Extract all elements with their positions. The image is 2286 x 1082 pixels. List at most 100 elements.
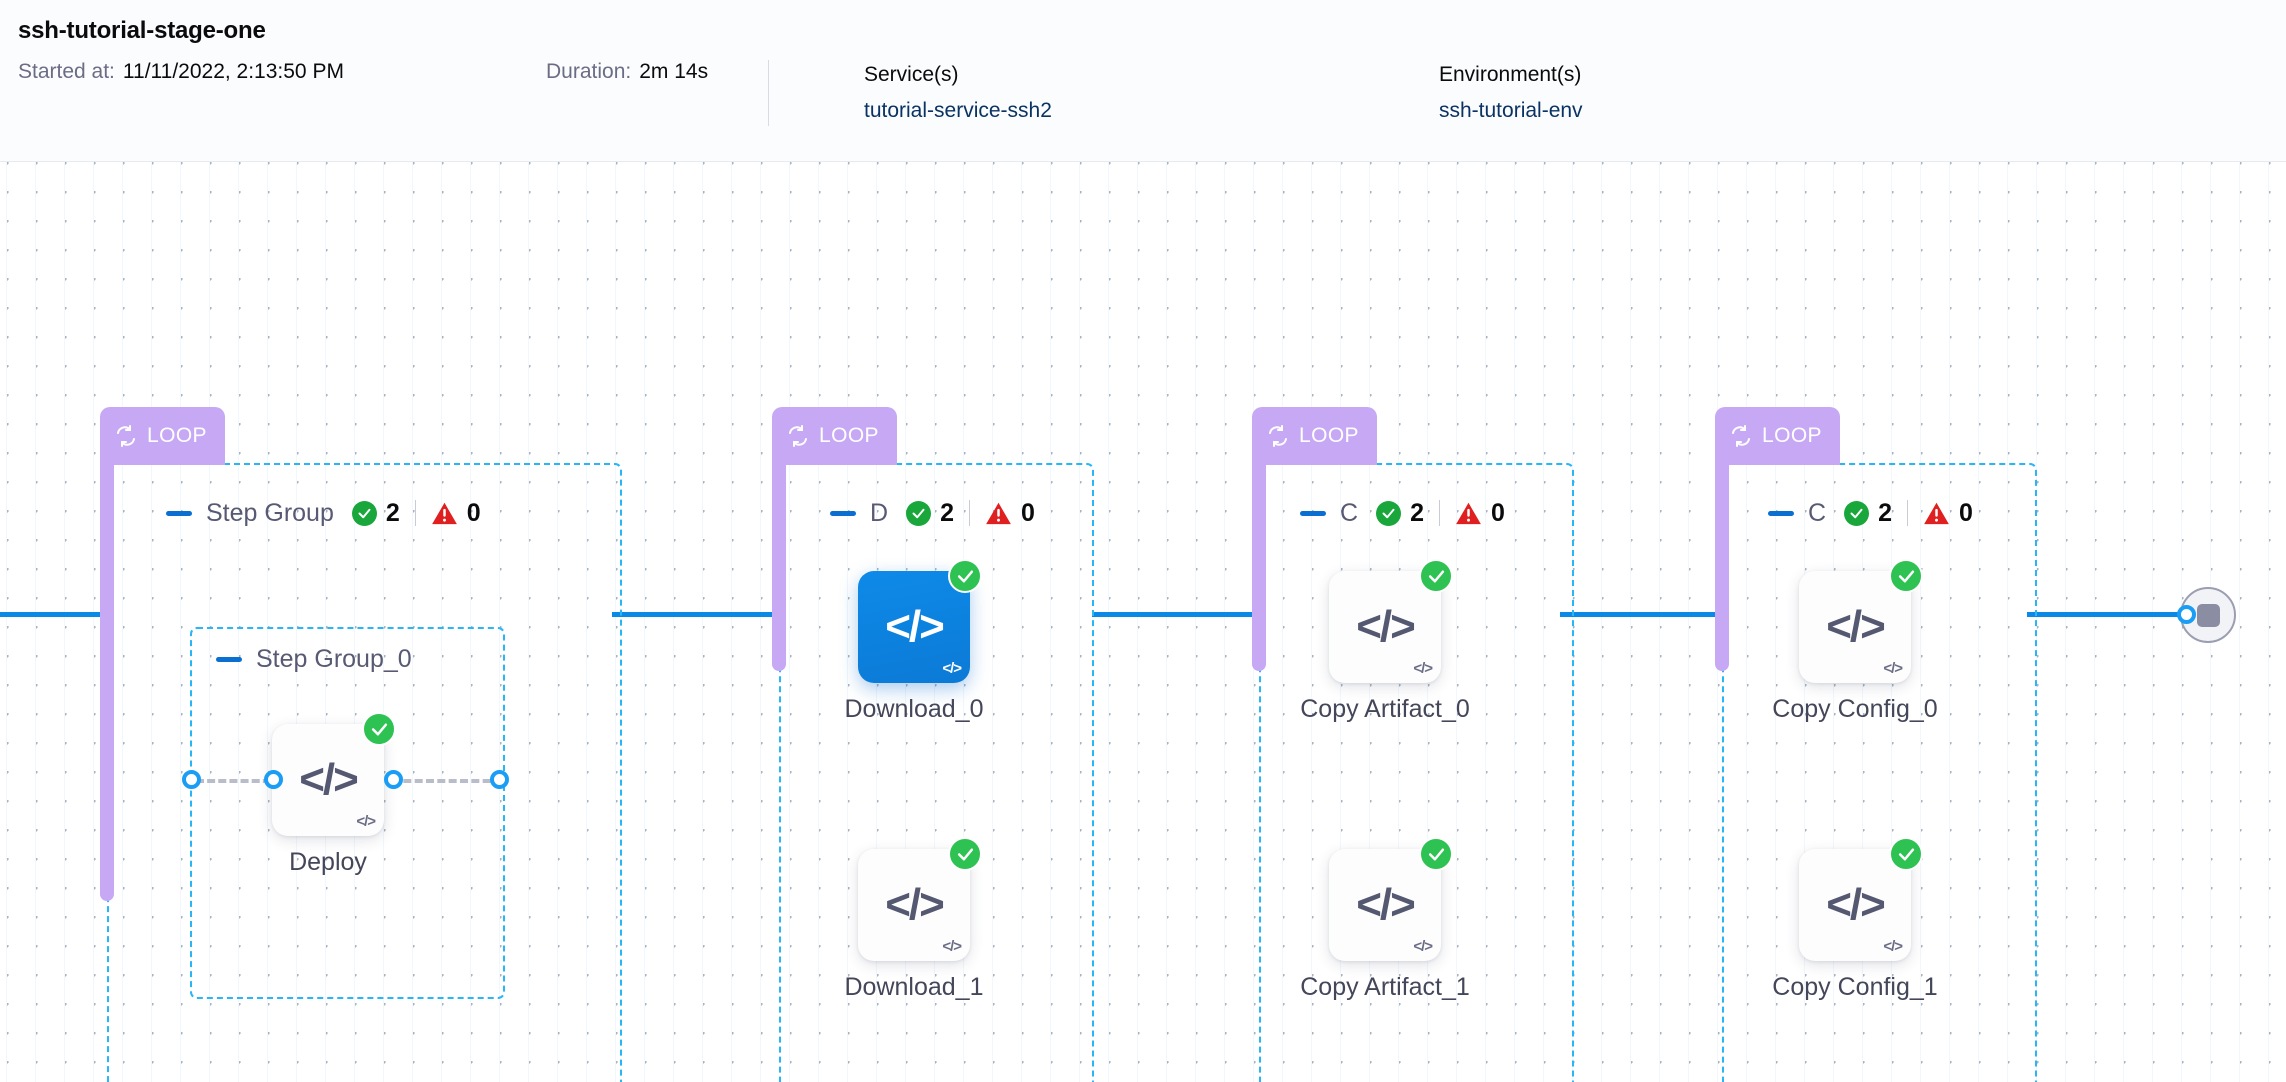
port-group-out[interactable]: [490, 770, 509, 789]
error-count: 0: [1020, 498, 1035, 527]
node-label: Download_0: [844, 695, 984, 723]
node-tile[interactable]: </> </>: [1799, 559, 1923, 683]
code-corner-icon: </>: [1883, 938, 1903, 955]
node-label: Copy Config_1: [1772, 973, 1938, 1001]
error-stat: 0: [1455, 499, 1505, 528]
node-tile[interactable]: </> </>: [272, 712, 396, 836]
group-header-step-group: Step Group 2 0: [166, 496, 481, 530]
node-label: Copy Artifact_1: [1300, 973, 1470, 1001]
inner-group-title-step-group-0: Step Group_0: [256, 644, 412, 673]
collapse-toggle-download[interactable]: [830, 510, 856, 516]
status-badge: [1419, 837, 1453, 871]
page-title: ssh-tutorial-stage-one: [18, 17, 266, 44]
group-header-download: D 2 0: [830, 496, 1035, 530]
code-corner-icon: </>: [942, 938, 962, 955]
error-stat: 0: [1923, 499, 1973, 528]
loop-rail: [100, 451, 114, 901]
environments-block: Environment(s) ssh-tutorial-env: [1439, 60, 1583, 126]
success-stat: 2: [906, 499, 954, 528]
status-badge: [948, 559, 982, 593]
node-tile[interactable]: </> </>: [1329, 559, 1453, 683]
success-count: 2: [385, 498, 400, 527]
node-tile[interactable]: </> </>: [1799, 837, 1923, 961]
environments-label: Environment(s): [1439, 63, 1582, 86]
code-shell-script-icon: </>: [1356, 880, 1416, 929]
group-header-copy-config: C 2 0: [1768, 496, 1973, 530]
success-count: 2: [1878, 498, 1892, 527]
success-stat: 2: [351, 498, 400, 528]
inner-group-step-group-0[interactable]: [190, 627, 505, 999]
warning-triangle-icon: [1455, 501, 1482, 526]
duration-label: Duration:: [546, 60, 632, 83]
collapse-toggle-copy-config[interactable]: [1768, 510, 1794, 516]
loop-badge[interactable]: LOOP: [772, 407, 897, 465]
status-badge: [1889, 837, 1923, 871]
group-box: [1722, 463, 2037, 1082]
services-value-link[interactable]: tutorial-service-ssh2: [864, 99, 1052, 122]
stat-divider: [968, 500, 970, 526]
collapse-toggle-copy-artifact[interactable]: [1300, 510, 1326, 516]
group-title-copy-artifact: C: [1340, 498, 1359, 527]
code-corner-icon: </>: [1413, 938, 1433, 955]
loop-badge-label: LOOP: [819, 424, 879, 447]
node-download-1[interactable]: </> </> Download_1: [845, 837, 984, 1001]
execution-meta-row: Started at: 11/11/2022, 2:13:50 PM Durat…: [18, 60, 2286, 130]
group-header-copy-artifact: C 2 0: [1300, 496, 1505, 530]
dash-connector-left: [196, 779, 282, 783]
loop-rail: [1252, 451, 1266, 671]
node-copy-config-1[interactable]: </> </> Copy Config_1: [1772, 837, 1938, 1001]
loop-badge[interactable]: LOOP: [1715, 407, 1840, 465]
duration-block: Duration: 2m 14s: [546, 60, 746, 84]
status-badge: [362, 712, 396, 746]
code-shell-script-icon: </>: [299, 755, 359, 804]
node-tile[interactable]: </> </>: [858, 837, 982, 961]
code-corner-icon: </>: [942, 660, 962, 677]
port-node-in[interactable]: [264, 770, 283, 789]
started-at-label: Started at:: [18, 60, 115, 83]
group-title-download: D: [870, 498, 889, 527]
group-box: [779, 463, 1094, 1082]
dash-connector-right: [392, 779, 502, 783]
success-stat: 2: [1844, 499, 1892, 528]
node-label: Deploy: [289, 848, 367, 876]
environments-value-link[interactable]: ssh-tutorial-env: [1439, 99, 1583, 122]
status-badge: [948, 837, 982, 871]
loop-badge[interactable]: LOOP: [100, 407, 225, 465]
started-at-value: 11/11/2022, 2:13:50 PM: [122, 60, 344, 83]
node-tile[interactable]: </> </>: [858, 559, 982, 683]
error-count: 0: [1490, 498, 1505, 527]
port-end-in[interactable]: [2177, 605, 2196, 624]
warning-triangle-icon: [985, 501, 1012, 526]
loop-badge-label: LOOP: [1762, 424, 1822, 447]
execution-header: ssh-tutorial-stage-one Started at: 11/11…: [0, 0, 2286, 162]
check-circle-icon: [351, 500, 377, 526]
node-copy-artifact-1[interactable]: </> </> Copy Artifact_1: [1300, 837, 1470, 1001]
code-corner-icon: </>: [356, 813, 376, 830]
check-circle-icon: [906, 500, 932, 526]
header-divider: [768, 60, 769, 126]
error-stat: 0: [431, 499, 481, 528]
loop-repeat-icon: [114, 424, 138, 448]
node-deploy[interactable]: </> </> Deploy: [272, 712, 396, 876]
node-copy-artifact-0[interactable]: </> </> Copy Artifact_0: [1300, 559, 1470, 723]
warning-triangle-icon: [1923, 501, 1950, 526]
code-shell-script-icon: </>: [885, 602, 945, 651]
collapse-toggle-step-group[interactable]: [166, 510, 192, 516]
node-tile[interactable]: </> </>: [1329, 837, 1453, 961]
node-label: Download_1: [844, 973, 984, 1001]
stop-square-icon: [2196, 603, 2220, 627]
code-shell-script-icon: </>: [1356, 602, 1416, 651]
loop-badge-label: LOOP: [147, 424, 207, 447]
edge-group-4-to-end: [2027, 612, 2185, 617]
pipeline-canvas[interactable]: LOOP Step Group 2 0 Step Group_0: [0, 162, 2286, 1082]
port-node-out[interactable]: [384, 770, 403, 789]
collapse-toggle-step-group-0[interactable]: [216, 656, 242, 662]
node-copy-config-0[interactable]: </> </> Copy Config_0: [1772, 559, 1938, 723]
error-count: 0: [1958, 498, 1973, 527]
node-download-0[interactable]: </> </> Download_0: [845, 559, 984, 723]
loop-badge[interactable]: LOOP: [1252, 407, 1377, 465]
port-group-in[interactable]: [182, 770, 201, 789]
stat-divider: [1906, 500, 1908, 526]
started-at-block: Started at: 11/11/2022, 2:13:50 PM: [18, 60, 546, 84]
error-count: 0: [466, 498, 481, 527]
